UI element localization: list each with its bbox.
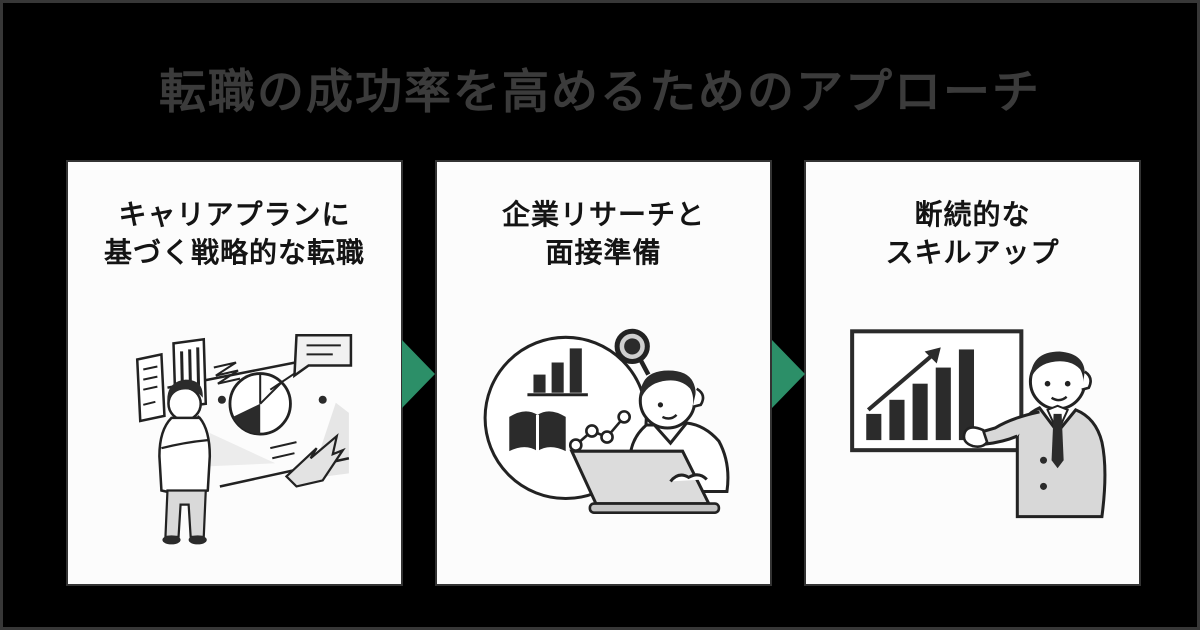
step-card-research-interview: 企業リサーチと 面接準備 xyxy=(435,160,772,586)
step-title-line1: キャリアプランに xyxy=(118,199,351,230)
step-card-career-plan: キャリアプランに 基づく戦略的な転職 xyxy=(66,160,403,586)
company-research-illustration xyxy=(437,271,770,584)
step-title-line2: 面接準備 xyxy=(545,236,662,268)
step-title: 企業リサーチと 面接準備 xyxy=(502,196,705,271)
step-title: キャリアプランに 基づく戦略的な転職 xyxy=(104,196,365,271)
step-title: 断続的な スキルアップ xyxy=(885,196,1059,271)
step-title-line1: 企業リサーチと xyxy=(501,199,705,230)
step-title-line1: 断続的な xyxy=(914,199,1031,230)
step-title-line2: スキルアップ xyxy=(885,236,1060,268)
step-arrow-1-icon xyxy=(402,340,435,408)
person-presenting-growth-chart-icon xyxy=(849,329,1106,519)
step-arrow-2-icon xyxy=(772,340,805,408)
career-plan-illustration xyxy=(68,271,401,584)
page-title: 転職の成功率を高めるためのアプローチ xyxy=(159,65,1041,118)
skill-up-illustration xyxy=(806,271,1139,584)
person-researching-on-laptop-icon xyxy=(483,328,729,514)
arrow-triangle xyxy=(772,340,805,408)
arrow-triangle xyxy=(402,340,435,408)
step-card-skill-up: 断続的な スキルアップ xyxy=(804,160,1141,586)
steps-row: キャリアプランに 基づく戦略的な転職 xyxy=(66,160,1141,586)
step-title-line2: 基づく戦略的な転職 xyxy=(103,236,365,268)
person-thinking-at-strategy-board-icon xyxy=(135,333,352,544)
